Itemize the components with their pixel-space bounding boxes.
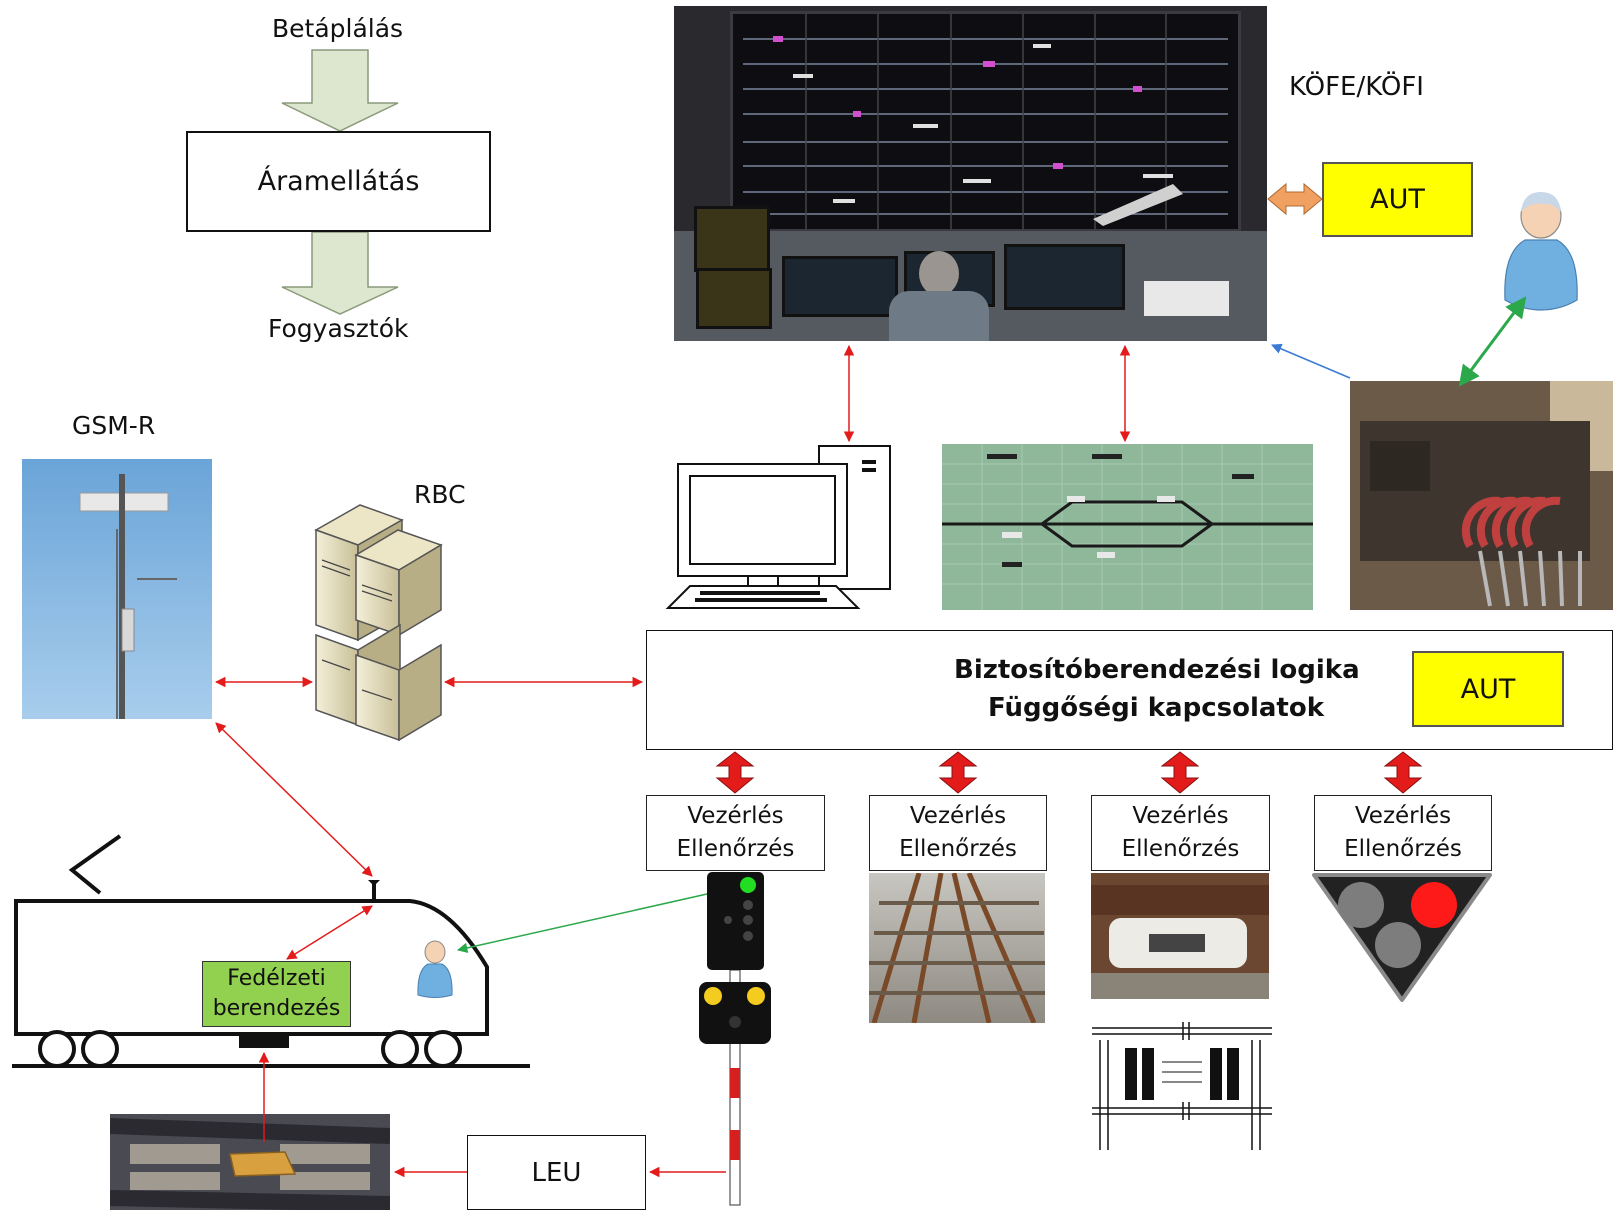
control-box-line1: Vezérlés (1132, 803, 1229, 829)
control-box-line1: Vezérlés (1354, 803, 1452, 829)
control-box-axle-counter: Vezérlés Ellenőrzés (1091, 795, 1270, 871)
desk-monitor-5 (1004, 244, 1125, 310)
gsm-mast-photo (22, 459, 212, 719)
computer-tower (818, 445, 891, 590)
axle-counter-photo (1091, 873, 1269, 999)
arrow-antenna-onboard (286, 905, 373, 960)
desk-monitor-2 (696, 268, 772, 329)
gsm-mast-drawing (79, 474, 177, 719)
wheel (381, 1030, 419, 1068)
control-box-shunt-signal: Vezérlés Ellenőrzés (1314, 795, 1492, 871)
computer-keyboard (665, 585, 861, 609)
operator-body (889, 291, 989, 341)
desk-monitor-1 (694, 206, 770, 272)
signal-lamp-yellow-right (747, 987, 765, 1005)
balise-photo (110, 1114, 390, 1210)
sensor-label-plate (1149, 934, 1205, 952)
control-box-line2: Ellenőrzés (1121, 836, 1240, 862)
wheel (81, 1030, 119, 1068)
railway-switch-drawing (869, 873, 1045, 1023)
power-output-arrow (281, 231, 399, 315)
shunt-lamp-right (1411, 882, 1457, 928)
onboard-line2: berendezés (212, 996, 341, 1021)
balise-unit (229, 1151, 297, 1177)
arrow-gsm-train (215, 722, 373, 877)
rail-head (1091, 885, 1269, 915)
onboard-equipment-box: Fedélzeti berendezés (202, 961, 351, 1027)
control-box-line1: Vezérlés (687, 803, 784, 829)
control-box-signal: Vezérlés Ellenőrzés (646, 795, 825, 871)
signal-lamp-yellow-left (704, 987, 722, 1005)
arrow-logic-control-3 (1160, 751, 1200, 794)
rbc-label: RBC (414, 480, 466, 509)
balise-drawing (110, 1118, 390, 1210)
shunt-lamp-left (1338, 882, 1384, 928)
onboard-line1: Fedélzeti (227, 966, 326, 991)
signal-head-distant (699, 982, 771, 1044)
sensor-box (1109, 918, 1247, 968)
track-panel-drawing (942, 444, 1313, 610)
logic-title-line2: Függőségi kapcsolatok (988, 693, 1324, 723)
control-box-switch: Vezérlés Ellenőrzés (869, 795, 1047, 871)
leu-box: LEU (467, 1135, 646, 1210)
ballast (1091, 973, 1269, 999)
control-center-aut-box: AUT (1322, 162, 1473, 237)
desk-monitor-3 (782, 256, 898, 317)
signal-head-main (707, 872, 764, 970)
gsm-label: GSM-R (72, 411, 156, 440)
balise-antenna (239, 1034, 289, 1048)
power-input-arrow (281, 49, 399, 132)
video-wall (730, 11, 1241, 232)
arrow-center-aut (1267, 182, 1323, 216)
lever-frame-photo (1350, 381, 1613, 610)
lever-frame-levers (1370, 441, 1582, 607)
gsm-antenna (368, 880, 380, 900)
control-box-line1: Vezérlés (909, 803, 1007, 829)
logic-aut-label: AUT (1460, 673, 1516, 705)
railway-switch-photo (869, 873, 1045, 1023)
person-body (1504, 239, 1578, 311)
server-bottom-right (355, 653, 400, 742)
leu-label: LEU (531, 1157, 582, 1188)
arrow-lever-center (1271, 343, 1351, 379)
wheel (424, 1030, 462, 1068)
person-hair (1521, 192, 1561, 212)
logic-aut-box: AUT (1412, 651, 1564, 727)
control-box-line2: Ellenőrzés (676, 836, 795, 862)
track-diagram-wall (743, 14, 1228, 229)
operator-figure (919, 251, 959, 296)
arrow-logic-control-1 (715, 751, 755, 794)
driver-body (417, 963, 453, 998)
arrow-person-lever (1458, 296, 1527, 387)
interlocking-logic-box: Biztosítóberendezési logika Függőségi ka… (646, 630, 1613, 750)
power-supply-label: Áramellátás (257, 166, 420, 197)
logic-title-line1: Biztosítóberendezési logika (954, 655, 1360, 685)
server-back-top (314, 504, 404, 546)
wheel (38, 1030, 76, 1068)
desk-papers (1144, 281, 1229, 316)
control-box-line2: Ellenőrzés (899, 836, 1017, 862)
power-supply-box: Áramellátás (186, 131, 491, 232)
shunt-signal-body (1312, 873, 1492, 1002)
track-panel-screen (942, 444, 1313, 610)
computer-monitor (677, 463, 848, 577)
arrow-logic-control-4 (1383, 751, 1423, 794)
driver-head (424, 940, 446, 964)
person-head (1520, 193, 1562, 239)
control-center-photo (674, 6, 1267, 341)
server-bottom-left (315, 633, 359, 727)
control-box-line2: Ellenőrzés (1344, 836, 1462, 862)
power-input-label: Betáplálás (272, 14, 404, 43)
signal-lamp-green (740, 877, 756, 893)
pantograph (68, 834, 122, 895)
control-center-label: KÖFE/KÖFI (1289, 72, 1424, 102)
control-center-aut-label: AUT (1370, 184, 1425, 215)
power-output-label: Fogyasztók (268, 314, 409, 343)
shunt-lamp-bottom (1375, 922, 1421, 968)
arrow-logic-control-2 (938, 751, 978, 794)
server-front-top (354, 529, 443, 571)
arrow-signal-driver (456, 893, 708, 954)
signal-post (729, 969, 741, 1206)
